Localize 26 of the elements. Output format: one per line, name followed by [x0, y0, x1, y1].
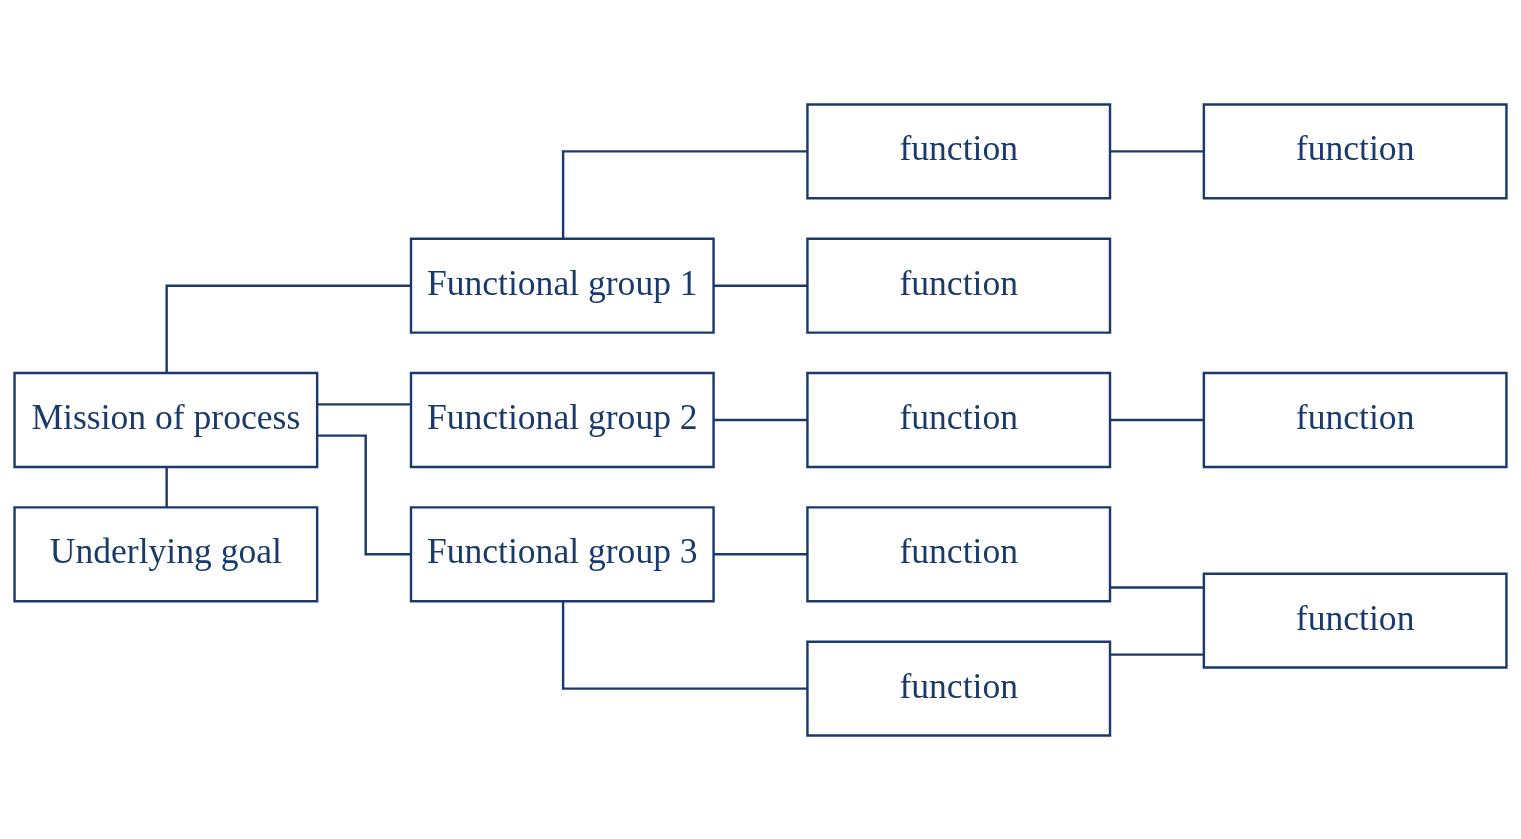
- connector: [165, 466, 168, 507]
- connector: [713, 418, 808, 421]
- node-box: Functional group 3: [409, 505, 715, 602]
- node-box: Underlying goal: [13, 505, 319, 602]
- node-box: function: [806, 505, 1112, 602]
- node-box: Functional group 1: [409, 237, 715, 334]
- connector: [713, 284, 808, 287]
- connector: [561, 149, 807, 239]
- connector: [1110, 585, 1204, 589]
- connector: [561, 600, 807, 690]
- connector: [317, 402, 411, 406]
- node-box: function: [806, 102, 1112, 200]
- node-box: function: [1202, 371, 1508, 468]
- node-box: function: [1202, 102, 1508, 200]
- connector: [1110, 652, 1204, 656]
- node-box: function: [806, 371, 1112, 468]
- connector: [713, 552, 808, 555]
- node-box: Functional group 2: [409, 371, 715, 468]
- connector: [317, 433, 411, 555]
- connector: [1110, 418, 1204, 421]
- node-box: function: [806, 639, 1112, 737]
- node-box: Mission of process: [13, 371, 319, 468]
- node-box: function: [1202, 572, 1508, 669]
- connector: [1110, 149, 1204, 153]
- node-box: function: [806, 237, 1112, 334]
- connector: [165, 284, 411, 373]
